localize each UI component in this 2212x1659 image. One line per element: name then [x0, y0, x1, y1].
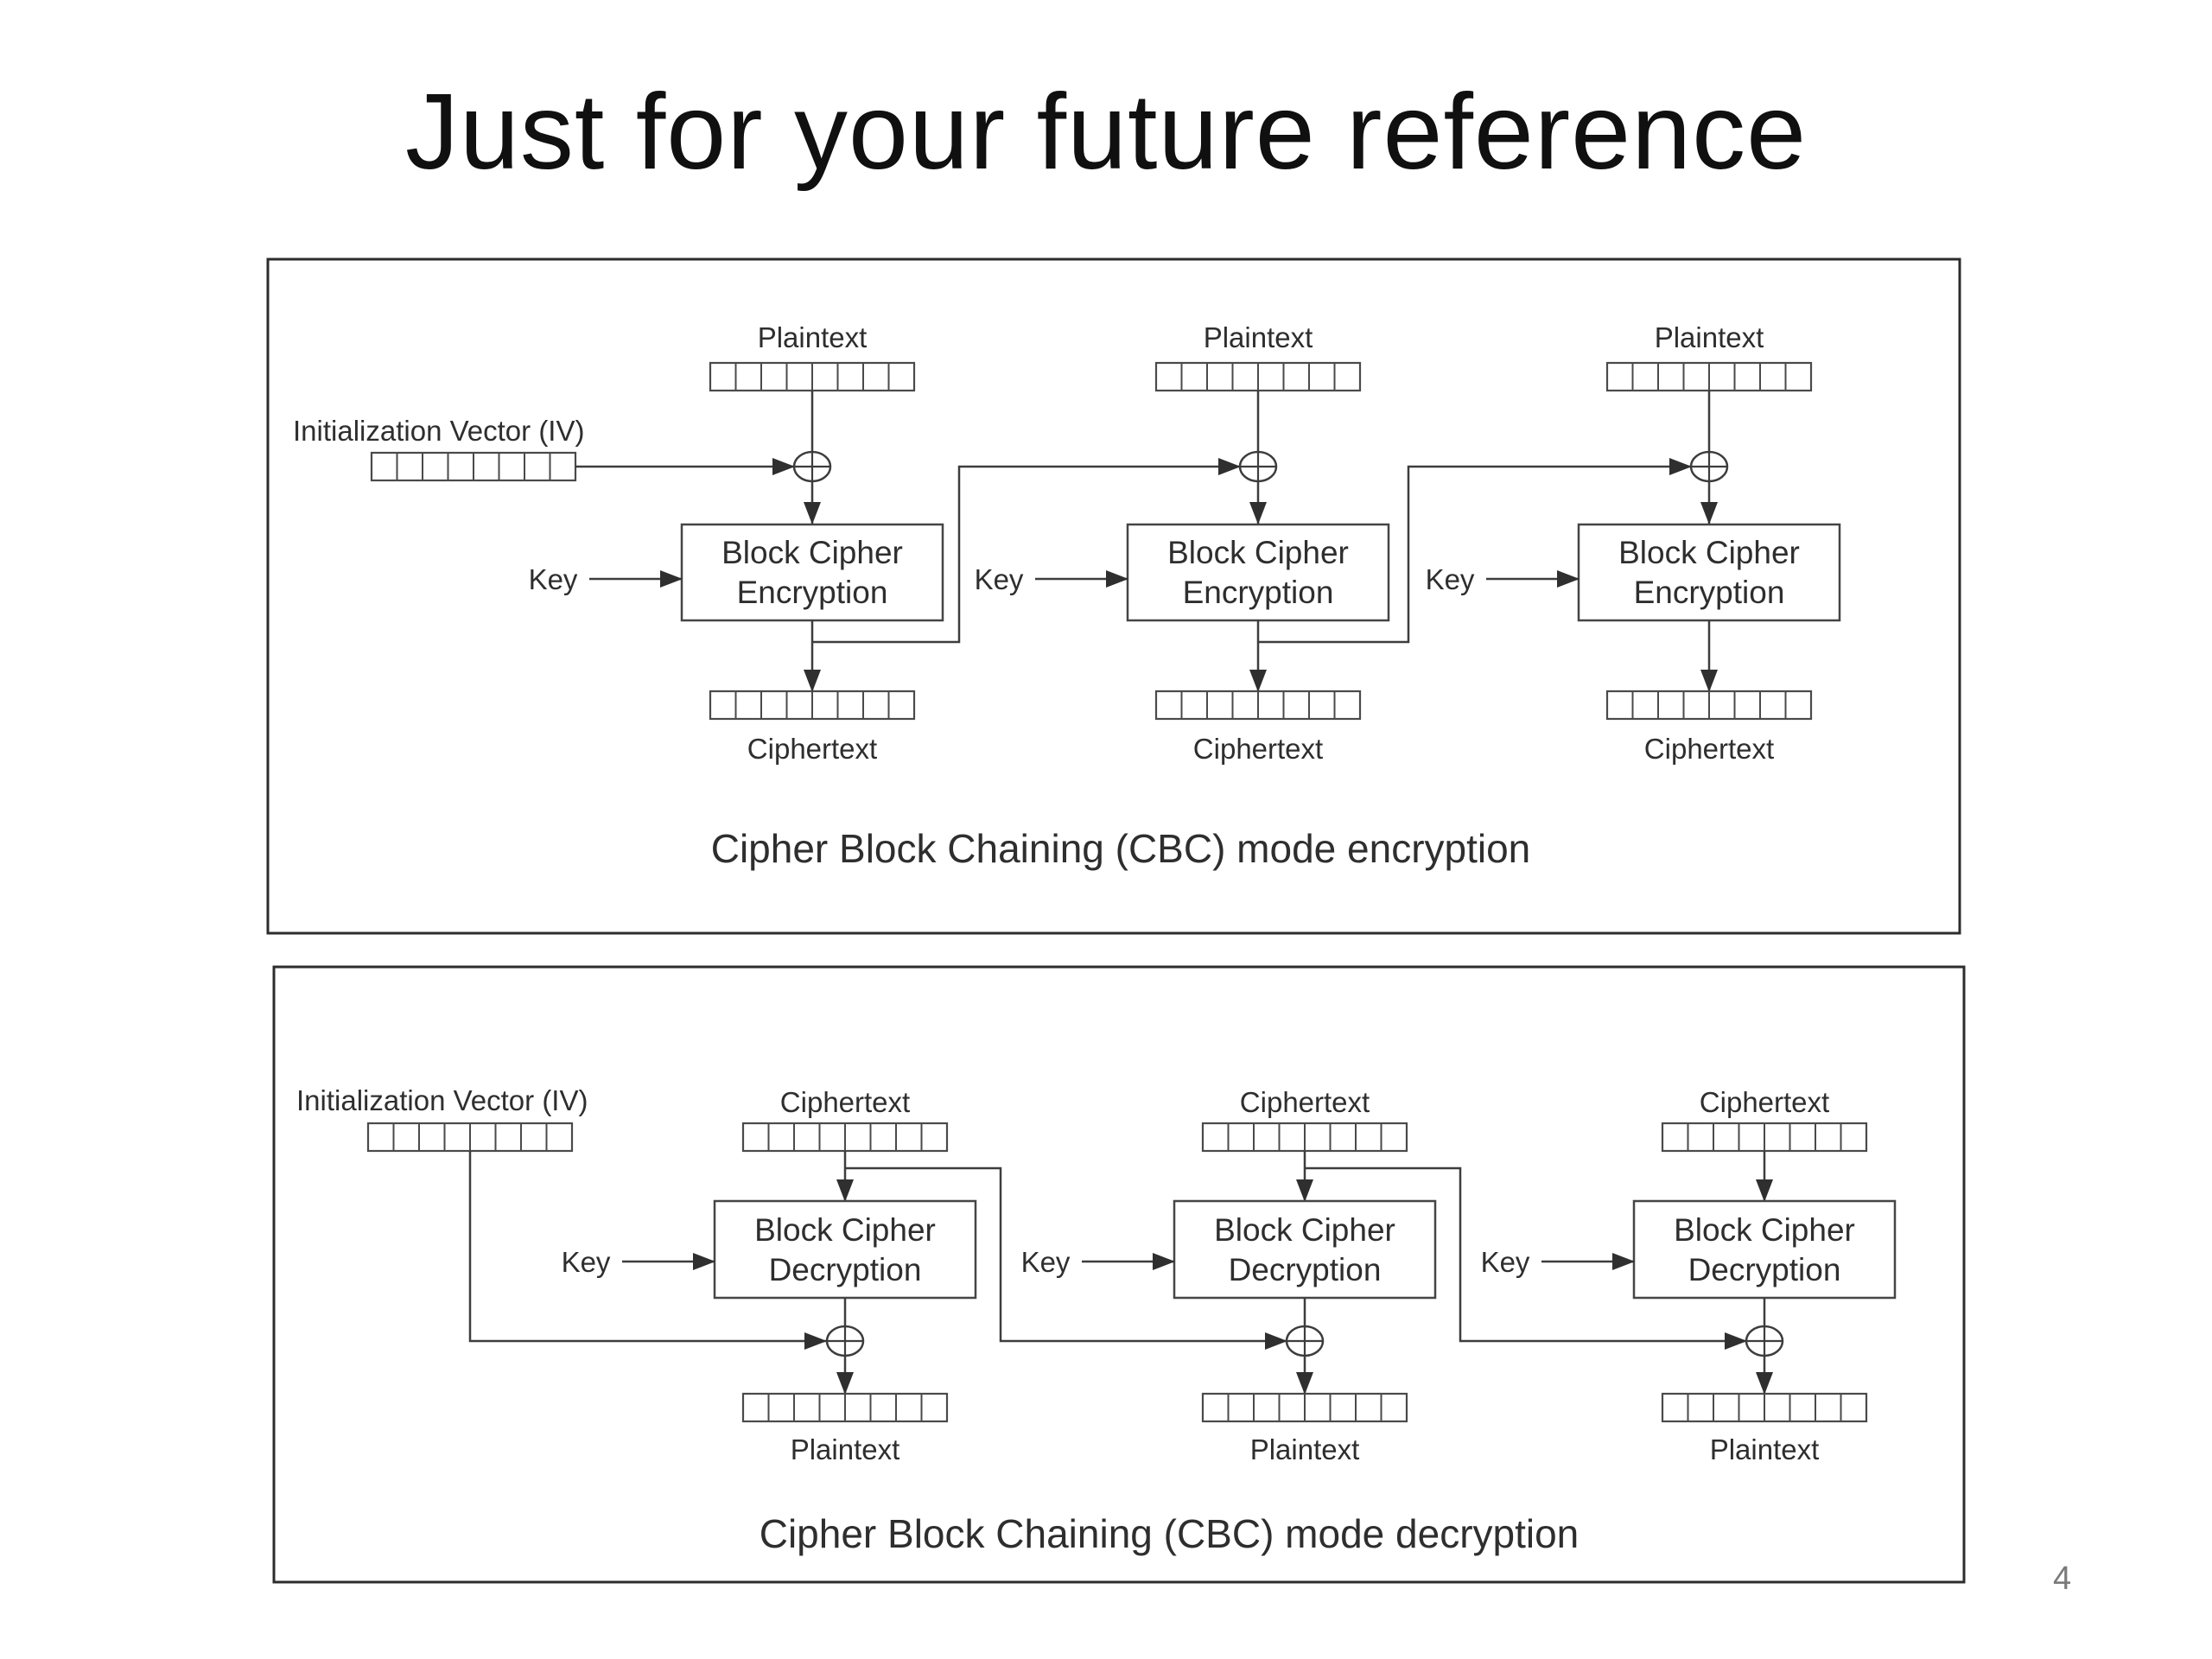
block-cipher-box — [1632, 1199, 1897, 1300]
key-label: Key — [1426, 563, 1475, 595]
box-label-line2: Decryption — [1688, 1252, 1841, 1287]
key-label: Key — [562, 1246, 611, 1278]
ciphertext-bit-register — [1201, 1122, 1408, 1153]
chain-to-next-xor-line — [1258, 458, 1692, 644]
box-label-line2: Decryption — [1229, 1252, 1382, 1287]
box-label-line2: Encryption — [737, 575, 888, 610]
ciphertext-bit-register — [1605, 690, 1813, 721]
plaintext-bit-register — [1154, 361, 1362, 392]
xor-icon — [1285, 1325, 1325, 1357]
cbc-encryption-unit: Plaintext Block Cipher Encryption Key Ci… — [529, 321, 1241, 765]
plaintext-bit-register — [1605, 361, 1813, 392]
iv-to-xor-line — [468, 1151, 827, 1350]
slide-title: Just for your future reference — [404, 73, 1808, 192]
box-label-line2: Decryption — [769, 1252, 922, 1287]
chain-to-next-xor-line — [1305, 1166, 1747, 1350]
cbc-decryption-unit: Ciphertext Block Cipher Decryption Key P… — [1021, 1086, 1747, 1465]
box-label-line1: Block Cipher — [721, 535, 903, 570]
plaintext-bit-register — [1201, 1392, 1408, 1423]
ciphertext-label: Ciphertext — [780, 1086, 910, 1118]
cbc-encryption-panel: Initialization Vector (IV) Plaintext Blo… — [266, 257, 1961, 935]
xor-icon — [792, 450, 832, 483]
ciphertext-label: Ciphertext — [747, 733, 877, 765]
box-label-line1: Block Cipher — [1167, 535, 1349, 570]
ciphertext-label: Ciphertext — [1700, 1086, 1829, 1118]
plaintext-bit-register — [1661, 1392, 1868, 1423]
iv-bit-register — [370, 451, 577, 482]
box-label-line2: Encryption — [1183, 575, 1334, 610]
ciphertext-label: Ciphertext — [1193, 733, 1323, 765]
box-label-line2: Encryption — [1634, 575, 1785, 610]
xor-icon — [1689, 450, 1729, 483]
plaintext-bit-register — [741, 1392, 949, 1423]
ciphertext-bit-register — [1154, 690, 1362, 721]
key-label: Key — [529, 563, 578, 595]
xor-icon — [1238, 450, 1278, 483]
plaintext-label: Plaintext — [1250, 1433, 1360, 1465]
key-label: Key — [1481, 1246, 1530, 1278]
ciphertext-bit-register — [741, 1122, 949, 1153]
iv-bit-register — [366, 1122, 574, 1153]
chain-to-next-xor-line — [812, 458, 1241, 644]
box-label-line1: Block Cipher — [1674, 1212, 1855, 1248]
page-number: 4 — [2053, 1560, 2072, 1597]
plaintext-label: Plaintext — [791, 1433, 900, 1465]
ciphertext-bit-register — [1661, 1122, 1868, 1153]
xor-icon — [1745, 1325, 1784, 1357]
xor-icon — [825, 1325, 865, 1357]
cbc-decryption-unit: Ciphertext Block Cipher Decryption Key P… — [562, 1086, 1287, 1465]
plaintext-label: Plaintext — [1655, 321, 1764, 353]
box-label-line1: Block Cipher — [754, 1212, 936, 1248]
encryption-frame — [266, 257, 1961, 935]
plaintext-label: Plaintext — [1710, 1433, 1820, 1465]
cbc-encryption-unit: Plaintext Block Cipher Encryption Key Ci… — [975, 321, 1692, 765]
plaintext-label: Plaintext — [758, 321, 868, 353]
plaintext-label: Plaintext — [1204, 321, 1313, 353]
encryption-caption: Cipher Block Chaining (CBC) mode encrypt… — [711, 826, 1531, 871]
iv-label: Initialization Vector (IV) — [293, 415, 584, 447]
cbc-encryption-unit: Plaintext Block Cipher Encryption Key Ci… — [1426, 321, 1841, 765]
ciphertext-bit-register — [709, 690, 916, 721]
ciphertext-label: Ciphertext — [1644, 733, 1774, 765]
chain-to-next-xor-line — [845, 1166, 1287, 1350]
box-label-line1: Block Cipher — [1214, 1212, 1395, 1248]
ciphertext-label: Ciphertext — [1240, 1086, 1370, 1118]
block-cipher-box — [713, 1199, 977, 1300]
key-label: Key — [1021, 1246, 1071, 1278]
key-label: Key — [975, 563, 1024, 595]
block-cipher-box — [1173, 1199, 1437, 1300]
plaintext-bit-register — [709, 361, 916, 392]
cbc-decryption-panel: Initialization Vector (IV) Ciphertext Bl… — [272, 965, 1966, 1584]
iv-label: Initialization Vector (IV) — [296, 1084, 588, 1116]
cbc-decryption-unit: Ciphertext Block Cipher Decryption Key P… — [1481, 1086, 1897, 1465]
box-label-line1: Block Cipher — [1618, 535, 1800, 570]
decryption-frame — [272, 965, 1966, 1584]
decryption-caption: Cipher Block Chaining (CBC) mode decrypt… — [760, 1511, 1580, 1556]
